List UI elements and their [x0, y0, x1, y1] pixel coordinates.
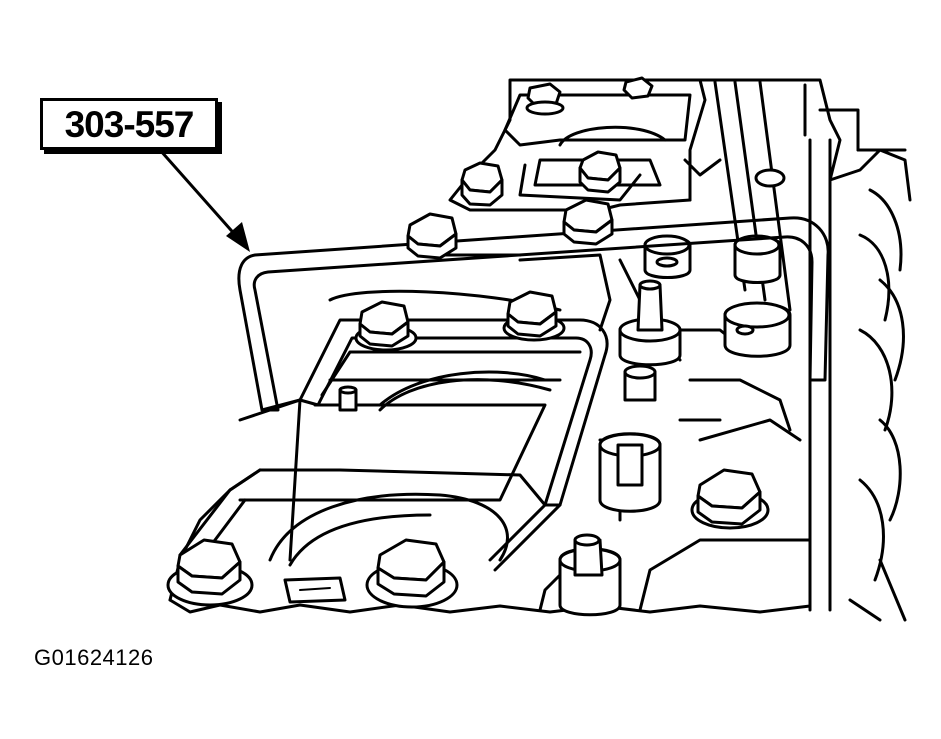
tool-bolt-top-right — [562, 198, 614, 246]
dowel-pin — [338, 385, 358, 412]
injector-tower-6 — [558, 533, 622, 617]
tool-bolt-center-left — [354, 300, 418, 352]
injector-tower-5 — [598, 432, 662, 513]
tool-number-callout: 303-557 — [40, 98, 218, 150]
cam-cap-bolt-mid-right — [578, 150, 622, 194]
tool-bolt-center-right — [502, 290, 566, 342]
tool-bolt-lower-left — [166, 538, 254, 607]
tool-number-label: 303-557 — [64, 103, 195, 145]
figure-id-label: G01624126 — [34, 645, 154, 670]
callout-leader-arrow — [158, 148, 250, 252]
cam-cap-bolt-mid-left — [460, 161, 504, 207]
head-bolt-right — [690, 468, 770, 530]
injector-tower-1 — [643, 234, 692, 279]
cam-cap-bolt-left — [525, 82, 565, 116]
tool-bolt-top-left — [406, 212, 458, 260]
injector-tower-3 — [618, 279, 682, 367]
injector-tower-2 — [733, 234, 782, 284]
cam-cap-bolt-right — [622, 76, 654, 100]
special-tool-frame — [178, 216, 830, 572]
tool-bolt-lower-center — [365, 538, 459, 609]
cylinder-head-right — [698, 78, 912, 622]
injector-tower-4 — [723, 301, 792, 358]
injector-tower-7 — [623, 364, 657, 402]
